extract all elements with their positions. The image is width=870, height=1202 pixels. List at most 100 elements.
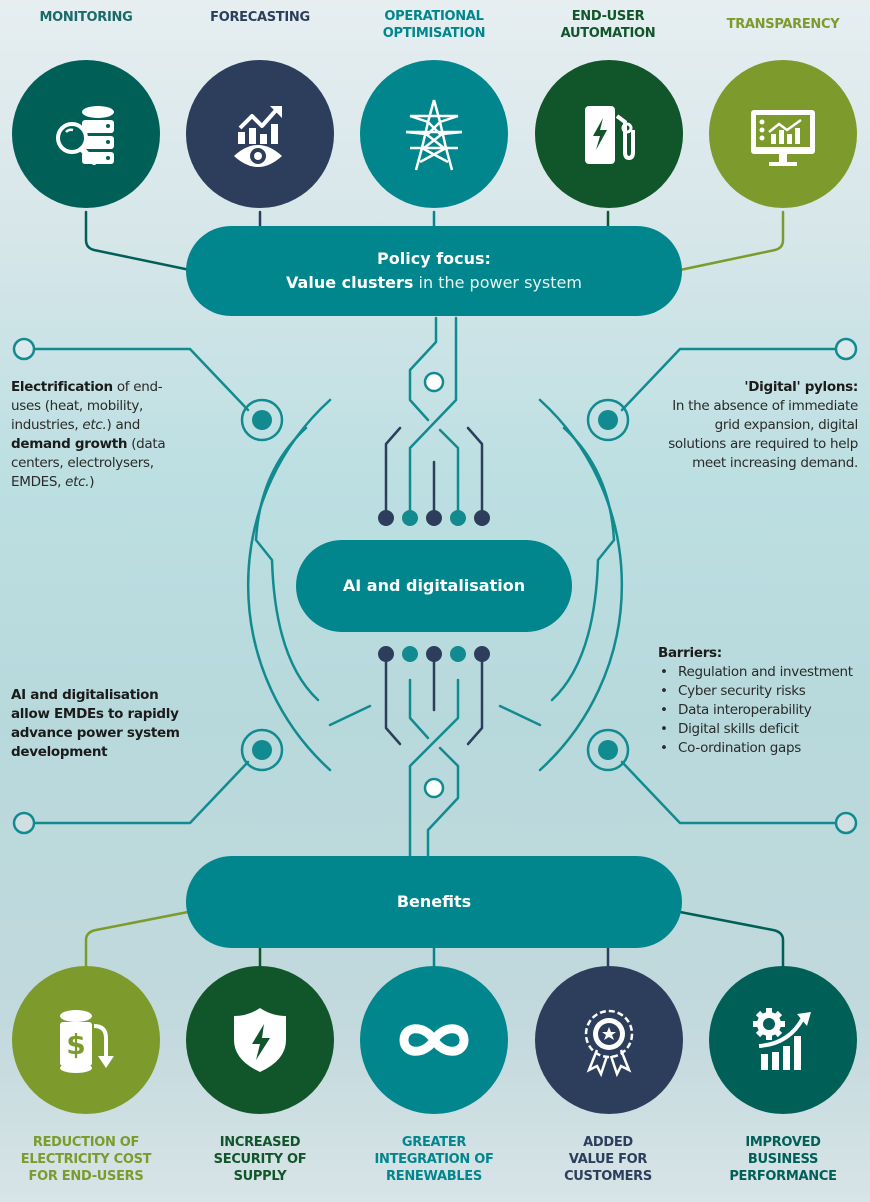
barrier-item: Data interoperability — [660, 701, 868, 720]
policy-subtitle-bold: Value clusters — [286, 273, 414, 292]
benefit-label-reduction: REDUCTION OF ELECTRICITY COST FOR END-US… — [1, 1134, 171, 1185]
shield-bolt-icon — [234, 1008, 286, 1072]
digital-pylons-title: 'Digital' pylons: — [744, 379, 858, 395]
cost-reduction-icon: $ — [60, 1010, 114, 1073]
benefit-label-renewables: GREATER INTEGRATION OF RENEWABLES — [349, 1134, 519, 1185]
label-line: INCREASED — [219, 1135, 301, 1150]
label-line: FORECASTING — [210, 10, 310, 25]
database-search-icon — [56, 106, 114, 165]
node-end — [12, 811, 36, 835]
digital-pylons-body: In the absence of immediate grid expansi… — [668, 398, 858, 471]
pin-dots-top — [378, 510, 490, 526]
node-end — [834, 337, 858, 361]
connector-monitoring — [84, 210, 192, 272]
benefits-label: Benefits — [396, 892, 472, 911]
benefits-pill: Benefits — [186, 856, 682, 948]
cluster-circle-monitoring — [12, 60, 160, 208]
benefit-circle-renewables — [360, 966, 508, 1114]
label-line: OPERATIONAL — [384, 9, 484, 24]
policy-focus-subtitle: Value clusters in the power system — [286, 271, 582, 295]
gear-growth-icon — [753, 1008, 811, 1070]
pylon-icon — [405, 99, 463, 171]
node-ring — [586, 728, 630, 772]
policy-title-text: Policy focus: — [377, 249, 491, 268]
label-line: SECURITY OF — [213, 1152, 307, 1167]
emdes-body: AI and digitalisation allow EMDEs to rap… — [11, 687, 180, 760]
label-line: AUTOMATION — [560, 26, 656, 41]
cluster-label-transparency: TRANSPARENCY — [698, 16, 868, 33]
pin-dots-bottom — [378, 646, 490, 662]
label-line: BUSINESS — [747, 1152, 819, 1167]
text: ) and — [106, 417, 141, 433]
benefit-label-security: INCREASED SECURITY OF SUPPLY — [175, 1134, 345, 1185]
connector-performance — [678, 910, 785, 968]
policy-focus-pill: Policy focus: Value clusters in the powe… — [186, 226, 682, 316]
text-italic: etc. — [82, 417, 107, 433]
text: (data centers, electrolysers, EMDES, — [11, 436, 166, 490]
node-white — [423, 371, 445, 393]
benefit-label-value: ADDED VALUE FOR CUSTOMERS — [523, 1134, 693, 1185]
text: of end-uses (heat, mobility, industries, — [11, 379, 163, 433]
text: ) — [89, 474, 95, 490]
barrier-item: Cyber security risks — [660, 682, 868, 701]
cluster-circle-enduser — [535, 60, 683, 208]
cluster-label-monitoring: MONITORING — [1, 9, 171, 26]
label-line: INTEGRATION OF — [374, 1152, 494, 1167]
monitor-chart-icon — [751, 110, 815, 166]
label-line: FOR END-USERS — [28, 1169, 144, 1184]
cluster-label-enduser: END-USER AUTOMATION — [523, 8, 693, 42]
barriers-text: Barriers: Regulation and investment Cybe… — [658, 644, 868, 758]
label-line: CUSTOMERS — [564, 1169, 652, 1184]
award-rosette-icon — [584, 1009, 634, 1078]
label-line: VALUE FOR — [568, 1152, 648, 1167]
text-italic: etc. — [65, 474, 90, 490]
barrier-item: Regulation and investment — [660, 663, 868, 682]
emdes-text: AI and digitalisation allow EMDEs to rap… — [11, 686, 191, 762]
electrification-text: Electrification of end-uses (heat, mobil… — [11, 378, 191, 492]
node-white — [423, 777, 445, 799]
text-bold: Electrification — [11, 379, 113, 395]
policy-subtitle-rest: in the power system — [413, 273, 582, 292]
node-ring — [586, 398, 630, 442]
barriers-title: Barriers: — [658, 645, 722, 661]
label-line: IMPROVED — [745, 1135, 821, 1150]
svg-text:$: $ — [66, 1028, 85, 1061]
chart-eye-icon — [234, 106, 282, 167]
label-line: TRANSPARENCY — [726, 17, 840, 32]
barriers-list: Regulation and investment Cyber security… — [658, 663, 868, 758]
benefit-circle-reduction: $ — [12, 966, 160, 1114]
ev-charger-icon — [585, 106, 635, 164]
label-line: PERFORMANCE — [729, 1169, 837, 1184]
label-line: SUPPLY — [233, 1169, 287, 1184]
label-line: END-USER — [571, 9, 645, 24]
connector-transparency — [678, 210, 785, 272]
node-ring — [240, 728, 284, 772]
label-line: OPTIMISATION — [382, 26, 486, 41]
ai-digitalisation-pill: AI and digitalisation — [296, 540, 572, 632]
label-line: RENEWABLES — [386, 1169, 482, 1184]
digital-pylons-text: 'Digital' pylons: In the absence of imme… — [660, 378, 858, 473]
cluster-label-forecasting: FORECASTING — [175, 9, 345, 26]
label-line: ADDED — [583, 1135, 633, 1150]
label-line: REDUCTION OF — [32, 1135, 140, 1150]
ai-digitalisation-label: AI and digitalisation — [342, 576, 526, 595]
barrier-item: Digital skills deficit — [660, 720, 868, 739]
barrier-item: Co-ordination gaps — [660, 739, 868, 758]
benefit-circle-performance — [709, 966, 857, 1114]
cluster-circle-forecasting — [186, 60, 334, 208]
benefit-label-performance: IMPROVED BUSINESS PERFORMANCE — [698, 1134, 868, 1185]
benefit-circle-value — [535, 966, 683, 1114]
cluster-label-operational: OPERATIONAL OPTIMISATION — [349, 8, 519, 42]
cluster-circle-transparency — [709, 60, 857, 208]
node-ring — [240, 398, 284, 442]
connector-reduction — [84, 910, 190, 968]
cluster-circle-operational — [360, 60, 508, 208]
text-bold: demand growth — [11, 436, 128, 452]
policy-focus-title: Policy focus: — [377, 247, 491, 271]
infinity-icon — [399, 1024, 469, 1056]
node-end — [834, 811, 858, 835]
label-line: MONITORING — [39, 10, 133, 25]
label-line: GREATER — [401, 1135, 467, 1150]
node-end — [12, 337, 36, 361]
